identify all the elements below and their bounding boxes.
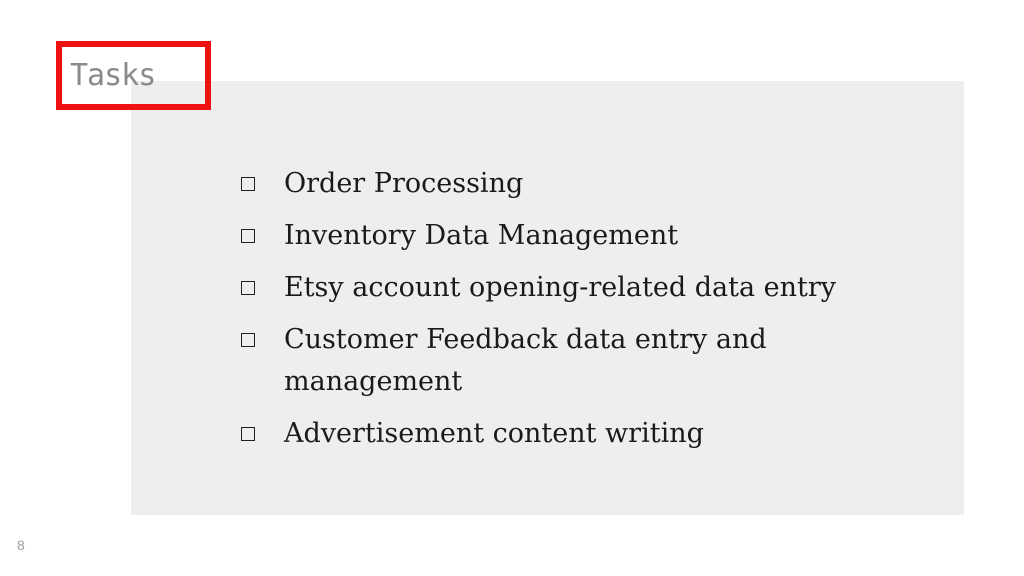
task-label: Customer Feedback data entry and managem… [284,324,767,397]
square-bullet-icon [241,177,255,191]
square-bullet-icon [241,281,255,295]
page-number: 8 [17,537,25,553]
slide-title: Tasks [70,58,156,93]
task-item: Order Processing [241,163,881,205]
task-list: Order Processing Inventory Data Manageme… [241,163,881,465]
square-bullet-icon [241,427,255,441]
content-panel [131,81,964,515]
title-highlight-box [56,41,211,110]
task-item: Advertisement content writing [241,413,881,455]
task-item: Etsy account opening-related data entry [241,267,881,309]
task-label: Inventory Data Management [284,220,679,251]
task-label: Advertisement content writing [284,418,704,449]
task-label: Order Processing [284,168,524,199]
square-bullet-icon [241,229,255,243]
task-item: Inventory Data Management [241,215,881,257]
square-bullet-icon [241,333,255,347]
task-item: Customer Feedback data entry and managem… [241,319,881,403]
task-label: Etsy account opening-related data entry [284,272,836,303]
